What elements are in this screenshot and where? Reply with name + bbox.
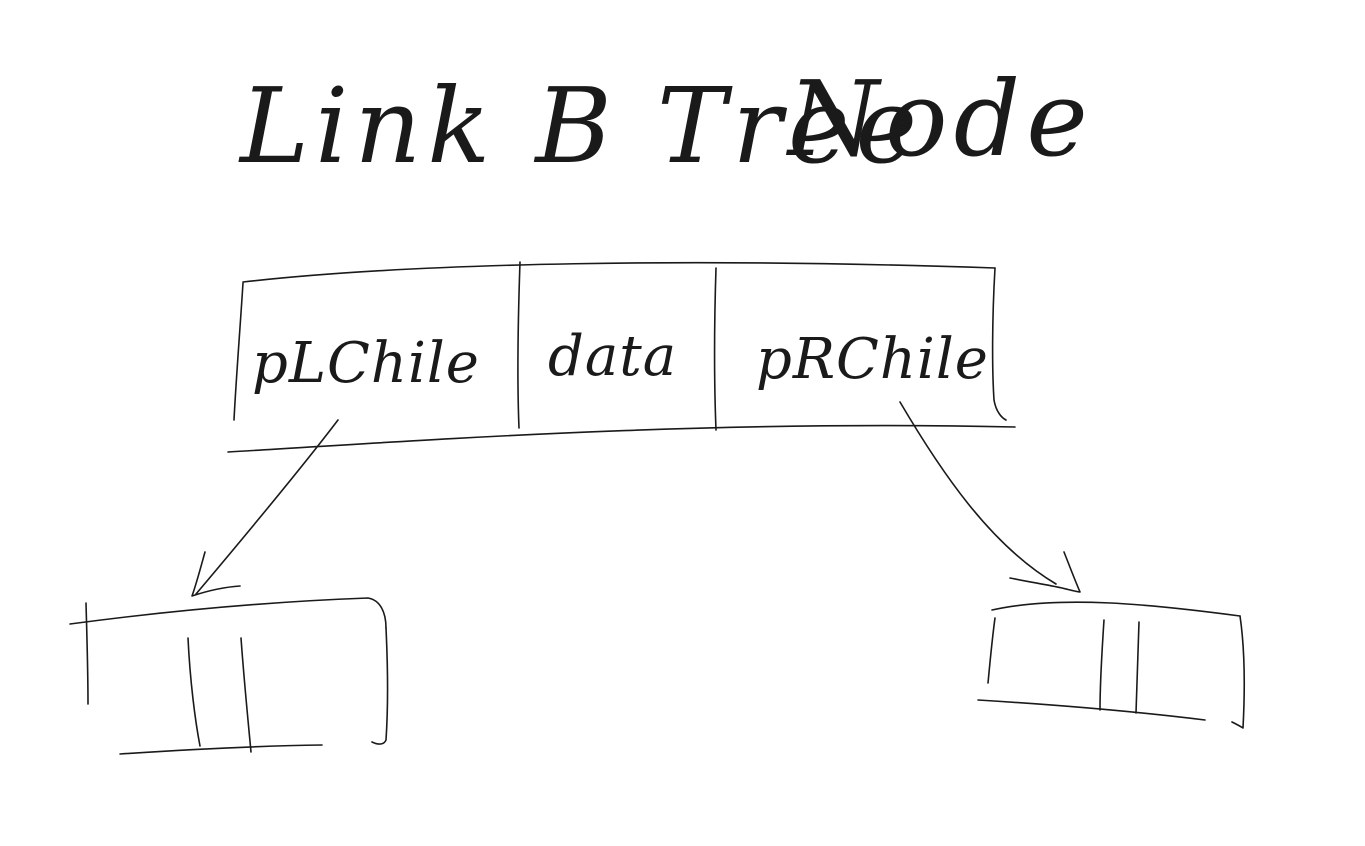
- diagram-title: Link B Tree Node: [238, 58, 1094, 187]
- right-child-bottom-edge: [977, 699, 1206, 721]
- field-data: data: [548, 324, 677, 389]
- right-arrow-shaft: [899, 401, 1057, 585]
- right-child-divider-2: [1135, 621, 1140, 714]
- right-arrow-head: [1009, 551, 1081, 593]
- main-node-divider-1: [517, 261, 521, 429]
- left-arrow-head: [191, 551, 241, 597]
- right-child-node: [977, 601, 1246, 729]
- left-child-node: [69, 597, 389, 755]
- right-child-divider-1: [1099, 619, 1105, 711]
- left-child-right-edge: [371, 627, 389, 745]
- right-child-left-edge: [987, 617, 996, 684]
- main-node: pLChile data pRChile: [227, 261, 1016, 453]
- field-prchile: pRChile: [756, 327, 989, 392]
- main-node-divider-2: [713, 267, 717, 431]
- right-child-top-edge: [991, 601, 1241, 617]
- main-node-left-edge: [233, 282, 244, 421]
- right-child-right-edge: [1231, 615, 1246, 729]
- left-child-divider-2: [240, 637, 252, 753]
- main-node-top-edge: [242, 261, 996, 283]
- left-child-left-edge: [85, 602, 89, 705]
- left-child-top-edge: [69, 597, 387, 629]
- right-child-arrow: [899, 401, 1081, 593]
- main-node-bottom-edge: [227, 424, 1016, 453]
- left-child-bottom-edge: [119, 744, 323, 755]
- left-child-divider-1: [187, 637, 201, 747]
- field-plchile: pLChile: [252, 331, 480, 396]
- left-child-arrow: [191, 419, 339, 597]
- title-node: Node: [785, 58, 1094, 180]
- title-link-b-tree: Link B Tree: [238, 65, 923, 187]
- left-arrow-shaft: [195, 419, 339, 595]
- main-node-right-edge: [991, 267, 1007, 421]
